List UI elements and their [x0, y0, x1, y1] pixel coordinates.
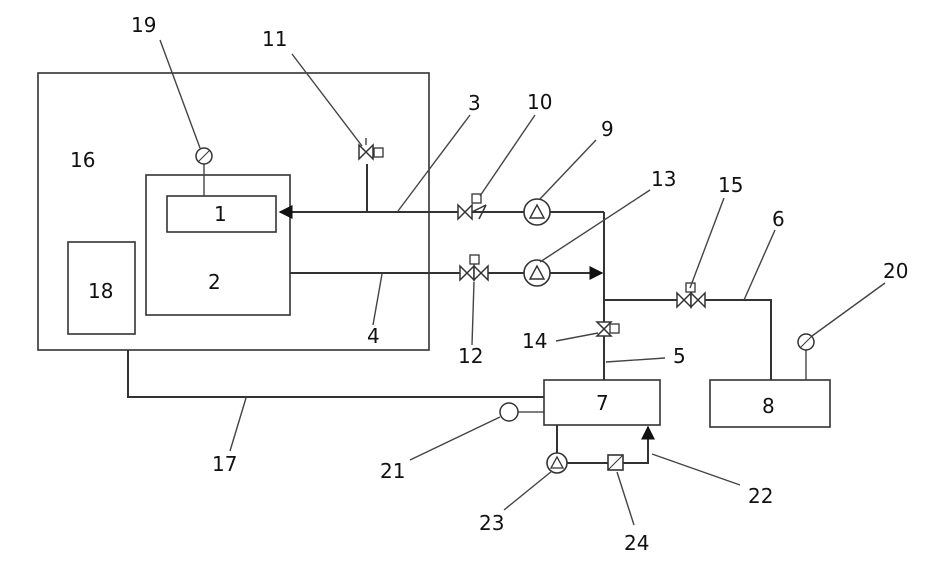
label-21: 21 [380, 459, 405, 483]
leader-10 [480, 115, 535, 196]
leader-23 [504, 471, 552, 510]
label-15: 15 [718, 173, 743, 197]
label-5: 5 [673, 344, 686, 368]
leader-13 [540, 190, 650, 262]
label-18: 18 [88, 279, 113, 303]
pump-23 [547, 453, 567, 473]
leader-5 [606, 358, 665, 362]
leader-24 [617, 472, 634, 525]
label-9: 9 [601, 117, 614, 141]
label-2: 2 [208, 270, 221, 294]
leader-9 [540, 140, 596, 199]
pipe-6 [604, 300, 771, 380]
label-17: 17 [212, 452, 237, 476]
sensor-20 [798, 334, 814, 350]
leader-15 [690, 198, 724, 288]
leader-22 [652, 454, 740, 485]
leader-12 [472, 282, 474, 345]
label-12: 12 [458, 344, 483, 368]
valve-14 [597, 322, 619, 336]
pump-9 [524, 199, 550, 225]
leader-17 [230, 398, 246, 451]
label-7: 7 [596, 391, 609, 415]
label-19: 19 [131, 13, 156, 37]
label-16: 16 [70, 148, 95, 172]
label-14: 14 [522, 329, 547, 353]
leader-14 [556, 333, 598, 341]
label-8: 8 [762, 394, 775, 418]
label-10: 10 [527, 90, 552, 114]
valve-10 [458, 194, 486, 219]
leader-20 [812, 283, 885, 336]
sensor-21 [500, 403, 544, 421]
label-3: 3 [468, 91, 481, 115]
pump-13 [524, 260, 550, 286]
label-24: 24 [624, 531, 649, 555]
pipe-loop-22 [557, 425, 648, 463]
label-11: 11 [262, 27, 287, 51]
label-1: 1 [214, 202, 227, 226]
valve-12 [460, 255, 488, 280]
sensor-19 [196, 148, 212, 164]
leader-21 [410, 417, 500, 460]
label-20: 20 [883, 259, 908, 283]
label-4: 4 [367, 324, 380, 348]
label-6: 6 [772, 207, 785, 231]
label-13: 13 [651, 167, 676, 191]
label-22: 22 [748, 484, 773, 508]
label-23: 23 [479, 511, 504, 535]
leader-6 [744, 230, 775, 300]
